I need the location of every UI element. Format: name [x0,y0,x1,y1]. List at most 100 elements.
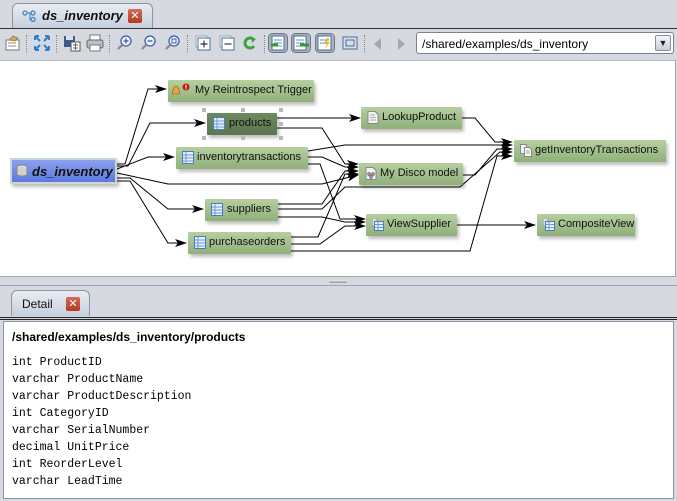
toolbar-separator [56,35,57,53]
dependency-graph-canvas[interactable]: ds_inventory My Reintrospect Trigger pro… [0,61,676,277]
field-item: int ReorderLevel [12,458,123,471]
edge-lookupproduct-getinvtx [462,117,513,146]
node-label: CompositeView [558,218,635,230]
close-detail-tab-button[interactable]: ✕ [66,297,80,311]
tab-ds-inventory[interactable]: ds_inventory ✕ [12,3,153,28]
save-image-icon[interactable] [63,34,81,52]
node-label: ViewSupplier [387,218,452,230]
node-viewsupplier[interactable]: ViewSupplier [366,214,457,236]
node-inventorytransactions[interactable]: inventorytransactions [176,147,308,169]
table-icon [211,203,223,216]
field-item: decimal UnitPrice [12,441,130,454]
back-icon[interactable] [374,38,381,50]
edge-po-viewsupplier [291,222,366,245]
edge-root-discomodel [116,172,359,185]
node-label: products [229,117,272,129]
node-getinventorytransactions[interactable]: getInventoryTransactions [514,140,666,162]
view-icon [543,218,555,231]
show-outgoing-icon[interactable] [291,33,311,53]
field-list: int ProductID varchar ProductName varcha… [12,354,191,490]
zoom-out-icon[interactable] [140,34,158,52]
refresh-icon[interactable] [241,34,259,52]
schema-icon [22,10,36,22]
trigger-bell-icon [171,83,190,95]
zoom-fit-icon[interactable] [164,34,182,52]
path-dropdown[interactable]: /shared/examples/ds_inventory ▼ [416,32,674,54]
tab-title: ds_inventory [42,8,123,23]
show-triggers-icon[interactable] [315,33,335,53]
field-item: varchar ProductDescription [12,390,192,403]
node-label: getInventoryTransactions [535,144,659,156]
database-icon [16,164,28,177]
detail-panel: /shared/examples/ds_inventory/products i… [3,321,674,499]
table-icon [213,117,225,130]
overview-icon[interactable] [341,34,359,52]
node-label: inventorytransactions [197,151,301,163]
fit-to-screen-icon[interactable] [33,34,51,52]
tab-title: Detail [22,297,53,311]
view-icon [372,218,384,231]
node-root-datasource[interactable]: ds_inventory [10,158,117,184]
node-label: LookupProduct [382,111,456,123]
edge-root-products [117,119,206,167]
graph-edges [116,85,536,252]
toolbar-separator [187,35,188,53]
edge-invtx-discomodel [308,156,359,171]
node-label: My Disco model [380,167,459,179]
edge-po-discomodel [291,170,359,238]
field-item: varchar LeadTime [12,475,123,488]
path-dropdown-value: /shared/examples/ds_inventory [422,37,589,51]
selection-handle[interactable] [241,108,245,112]
selection-handle[interactable] [202,136,206,140]
edge-root-purchaseorders [117,180,187,247]
selection-handle[interactable] [279,122,283,126]
node-label: ds_inventory [32,164,113,179]
edge-po-getinvtx [291,152,513,252]
edge-invtx-viewsupplier [308,163,366,223]
table-icon [194,236,206,249]
expand-icon[interactable] [194,34,212,52]
print-icon[interactable] [86,34,104,52]
splitter-grip-icon[interactable] [329,280,347,283]
edge-root-suppliers [117,177,204,213]
zoom-in-icon[interactable] [116,34,134,52]
node-lookupproduct[interactable]: LookupProduct [361,107,462,129]
selection-handle[interactable] [202,108,206,112]
node-purchaseorders[interactable]: purchaseorders [188,232,291,254]
edge-root-trigger [117,85,167,165]
toolbar-separator [364,35,365,53]
node-label: My Reintrospect Trigger [195,84,312,96]
chevron-down-icon[interactable]: ▼ [655,35,671,51]
model-file-icon [365,167,377,180]
node-compositeview[interactable]: CompositeView [537,214,635,236]
toolbar-separator [109,35,110,53]
detail-tab-bar: Detail ✕ [0,286,677,320]
detail-path: /shared/examples/ds_inventory/products [12,330,246,344]
close-tab-button[interactable]: ✕ [128,9,142,23]
node-suppliers[interactable]: suppliers [205,199,278,221]
tab-detail[interactable]: Detail ✕ [11,290,90,316]
properties-icon[interactable] [4,34,22,52]
selection-handle[interactable] [241,136,245,140]
node-label: purchaseorders [209,236,286,248]
toolbar-separator [26,35,27,53]
field-item: int ProductID [12,356,102,369]
field-item: int CategoryID [12,407,109,420]
editor-tab-bar: ds_inventory ✕ [0,0,677,29]
edge-invtx-getinvtx [307,141,513,152]
node-trigger[interactable]: My Reintrospect Trigger [168,80,314,102]
panel-splitter[interactable] [0,277,677,286]
collapse-icon[interactable] [218,34,236,52]
node-label: suppliers [227,203,272,215]
selection-handle[interactable] [279,108,283,112]
field-item: varchar ProductName [12,373,144,386]
node-products[interactable]: products [207,113,277,135]
document-icon [367,111,379,124]
edge-root-inventorytransactions [116,153,175,170]
edge-discomodel-getinvtx [463,145,513,176]
selection-handle[interactable] [279,136,283,140]
node-discomodel[interactable]: My Disco model [359,163,463,185]
show-incoming-icon[interactable] [268,33,288,53]
table-icon [182,151,194,164]
forward-icon[interactable] [398,38,405,50]
